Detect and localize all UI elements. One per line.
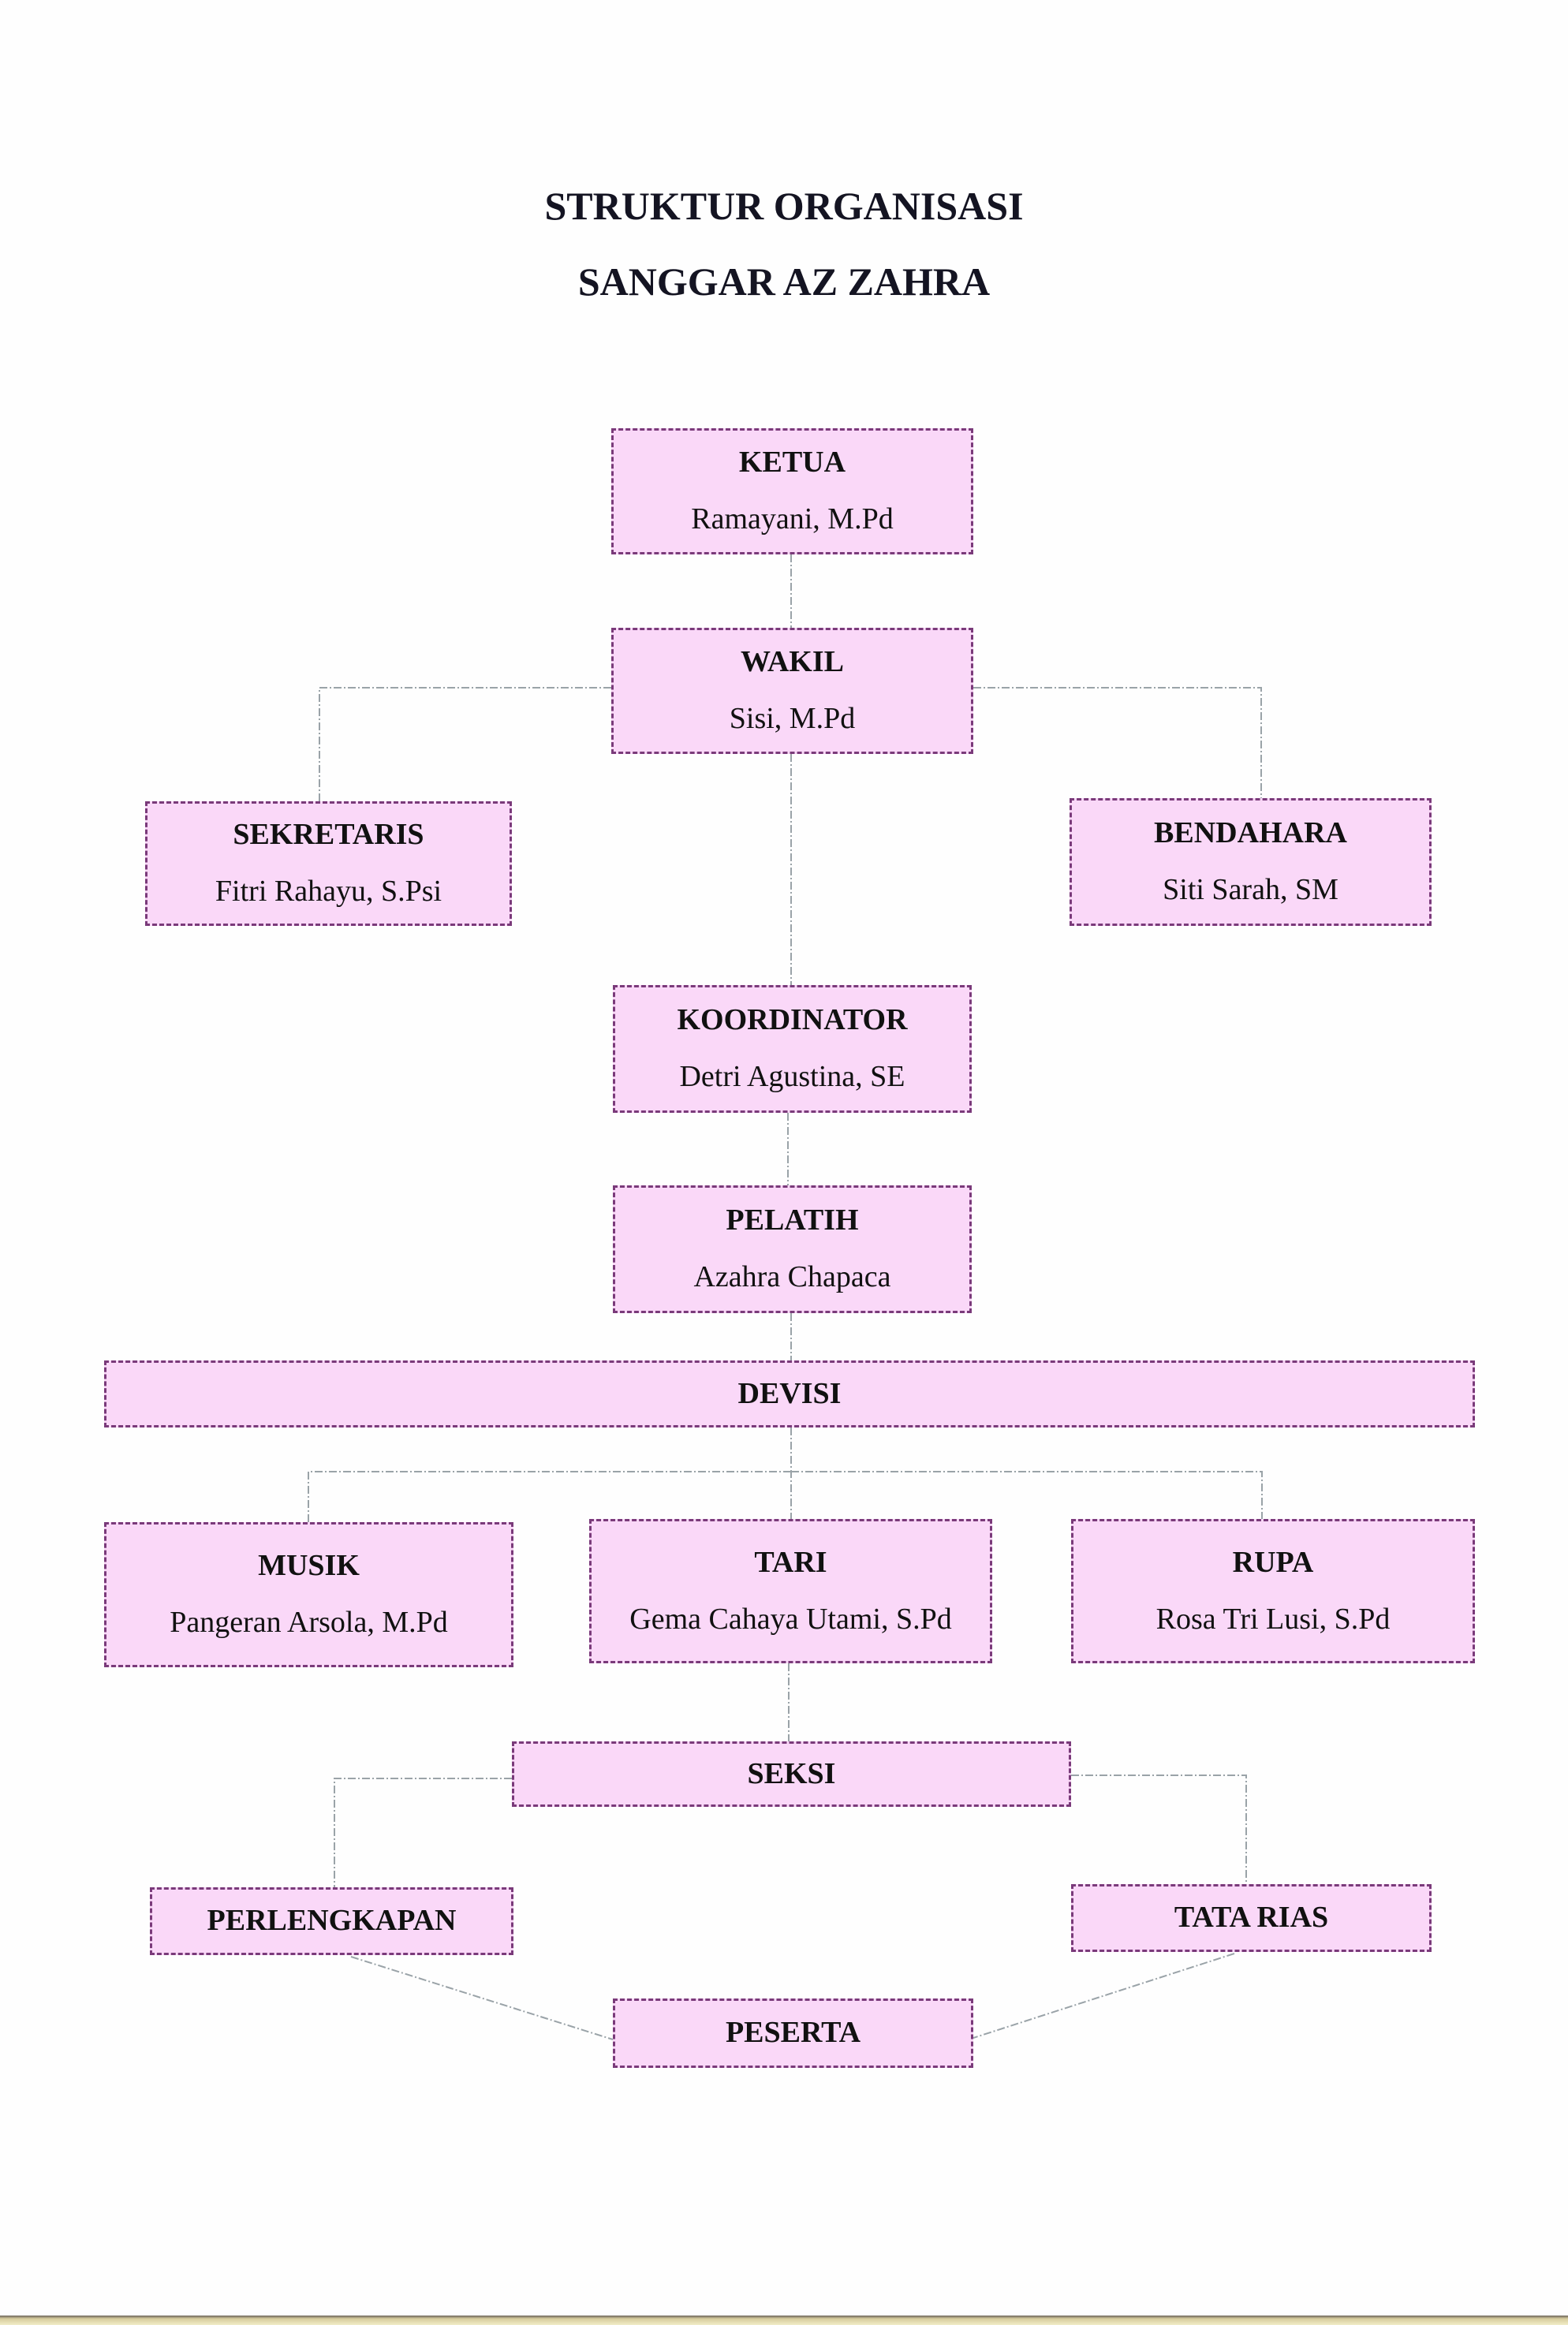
node-tari: TARI Gema Cahaya Utami, S.Pd (589, 1519, 992, 1663)
node-perlengkapan: PERLENGKAPAN (150, 1887, 513, 1955)
node-name: Siti Sarah, SM (1163, 873, 1338, 906)
connector-seksi-tata-rias (1071, 1775, 1247, 1884)
connector-perlengkapan-peserta (350, 1956, 614, 2040)
node-name: Gema Cahaya Utami, S.Pd (629, 1602, 952, 1636)
page-bottom-edge (0, 2316, 1568, 2325)
node-devisi: DEVISI (104, 1360, 1475, 1427)
chart-title-line-1: STRUKTUR ORGANISASI (544, 184, 1024, 228)
node-role: SEKRETARIS (233, 818, 424, 852)
node-seksi: SEKSI (512, 1741, 1071, 1807)
node-name: Ramayani, M.Pd (691, 502, 894, 536)
node-koordinator: KOORDINATOR Detri Agustina, SE (613, 985, 972, 1113)
connector-devisi-musik (308, 1471, 791, 1522)
node-name: Sisi, M.Pd (729, 702, 856, 735)
connector-devisi-rupa (791, 1471, 1263, 1519)
node-role: PELATIH (726, 1204, 859, 1237)
node-name: Rosa Tri Lusi, S.Pd (1155, 1602, 1391, 1636)
node-pelatih: PELATIH Azahra Chapaca (613, 1185, 972, 1313)
node-role: MUSIK (258, 1549, 360, 1583)
connector-tata-rias-peserta (973, 1953, 1235, 2039)
node-rupa: RUPA Rosa Tri Lusi, S.Pd (1071, 1519, 1475, 1663)
node-role: TARI (754, 1545, 827, 1579)
node-peserta: PESERTA (613, 1998, 973, 2068)
node-role: DEVISI (737, 1376, 842, 1410)
node-name: Detri Agustina, SE (679, 1060, 905, 1093)
node-wakil: WAKIL Sisi, M.Pd (611, 628, 973, 754)
node-role: BENDAHARA (1154, 816, 1347, 850)
node-name: Pangeran Arsola, M.Pd (170, 1606, 448, 1639)
node-role: KOORDINATOR (677, 1003, 908, 1037)
node-role: TATA RIAS (1174, 1901, 1329, 1935)
node-name: Fitri Rahayu, S.Psi (215, 875, 442, 908)
node-ketua: KETUA Ramayani, M.Pd (611, 428, 973, 554)
node-role: SEKSI (747, 1756, 836, 1790)
node-role: PESERTA (725, 2016, 861, 2050)
node-role: PERLENGKAPAN (207, 1904, 457, 1938)
connector-seksi-perlengkapan (334, 1778, 512, 1887)
node-role: WAKIL (741, 645, 844, 679)
node-bendahara: BENDAHARA Siti Sarah, SM (1070, 798, 1432, 926)
node-sekretaris: SEKRETARIS Fitri Rahayu, S.Psi (145, 801, 512, 926)
chart-title-line-2: SANGGAR AZ ZAHRA (577, 259, 991, 304)
node-role: RUPA (1232, 1545, 1314, 1579)
node-musik: MUSIK Pangeran Arsola, M.Pd (104, 1522, 513, 1667)
connector-wakil-bendahara (973, 687, 1262, 798)
node-tata-rias: TATA RIAS (1071, 1884, 1432, 1952)
node-role: KETUA (738, 446, 846, 480)
node-name: Azahra Chapaca (693, 1260, 891, 1293)
connector-wakil-sekretaris (319, 687, 611, 801)
